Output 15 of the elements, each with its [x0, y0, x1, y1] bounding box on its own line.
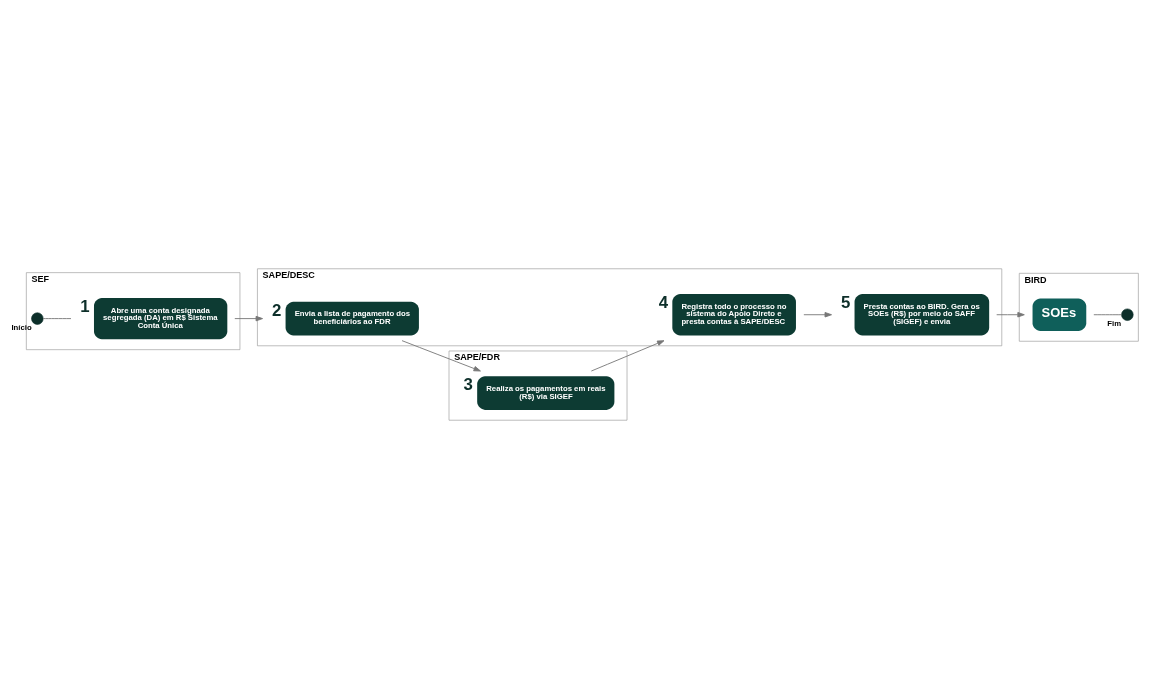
node-label: 3 [463, 374, 473, 394]
node-label: 4 [658, 292, 669, 312]
node-circle [1121, 308, 1134, 321]
node-label: 5 [840, 292, 851, 312]
node-label: 1 [80, 296, 90, 316]
arrow [590, 339, 665, 371]
arrow [996, 311, 1025, 317]
node-box: SOEs [1032, 298, 1087, 331]
connector [42, 317, 72, 319]
connector [1093, 313, 1122, 315]
arrow [234, 315, 263, 321]
node-circle [31, 311, 44, 325]
arrow [401, 339, 481, 371]
node-label: 2 [271, 300, 282, 320]
arrow [803, 311, 832, 317]
